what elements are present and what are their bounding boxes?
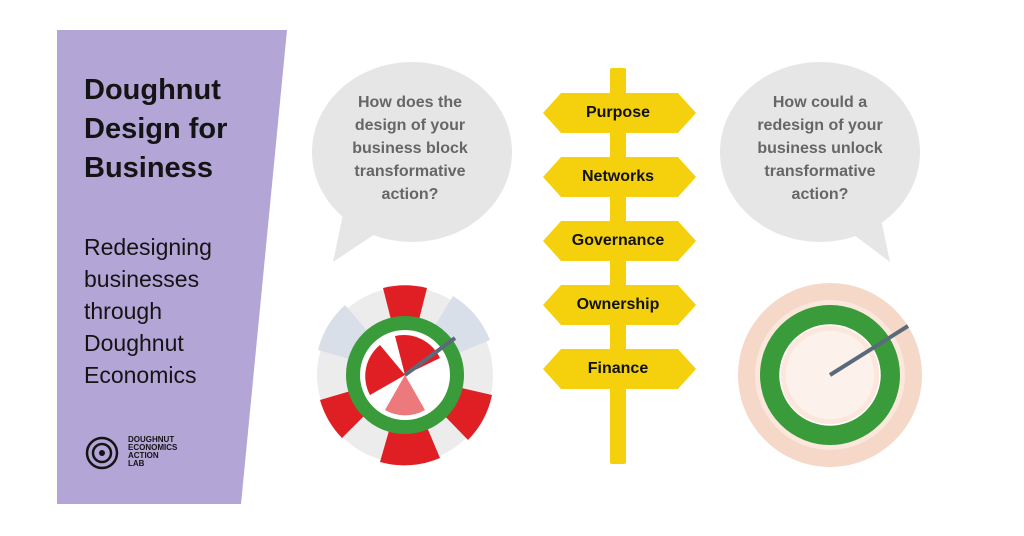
sign-ownership-arrow — [543, 285, 696, 325]
speech-bubble-right — [720, 62, 920, 262]
sign-governance-label: Governance — [571, 232, 665, 249]
page-title: Doughnut Design for Business — [84, 74, 228, 184]
sign-purpose-label: Purpose — [585, 104, 650, 121]
sign-ownership-label: Ownership — [576, 296, 660, 313]
question-block-text: How does the design of your business blo… — [352, 94, 468, 203]
sign-finance-arrow — [543, 349, 696, 389]
sign-networks-label: Networks — [581, 168, 655, 185]
doughnut-overshoot-icon — [317, 285, 493, 466]
sign-networks-arrow — [543, 157, 696, 197]
speech-bubble-left — [312, 62, 512, 262]
logo-text: DOUGHNUT ECONOMICS ACTION LAB — [128, 435, 178, 468]
signpost-signs — [543, 93, 696, 389]
deal-logo-icon — [85, 436, 119, 470]
page-subtitle: Redesigning businesses through Doughnut … — [84, 234, 212, 388]
doughnut-safe-space-icon — [738, 283, 922, 467]
sign-governance-arrow — [543, 221, 696, 261]
sign-finance-label: Finance — [587, 360, 649, 377]
sign-purpose-arrow — [543, 93, 696, 133]
question-unlock-text: How could a redesign of your business un… — [757, 94, 883, 203]
